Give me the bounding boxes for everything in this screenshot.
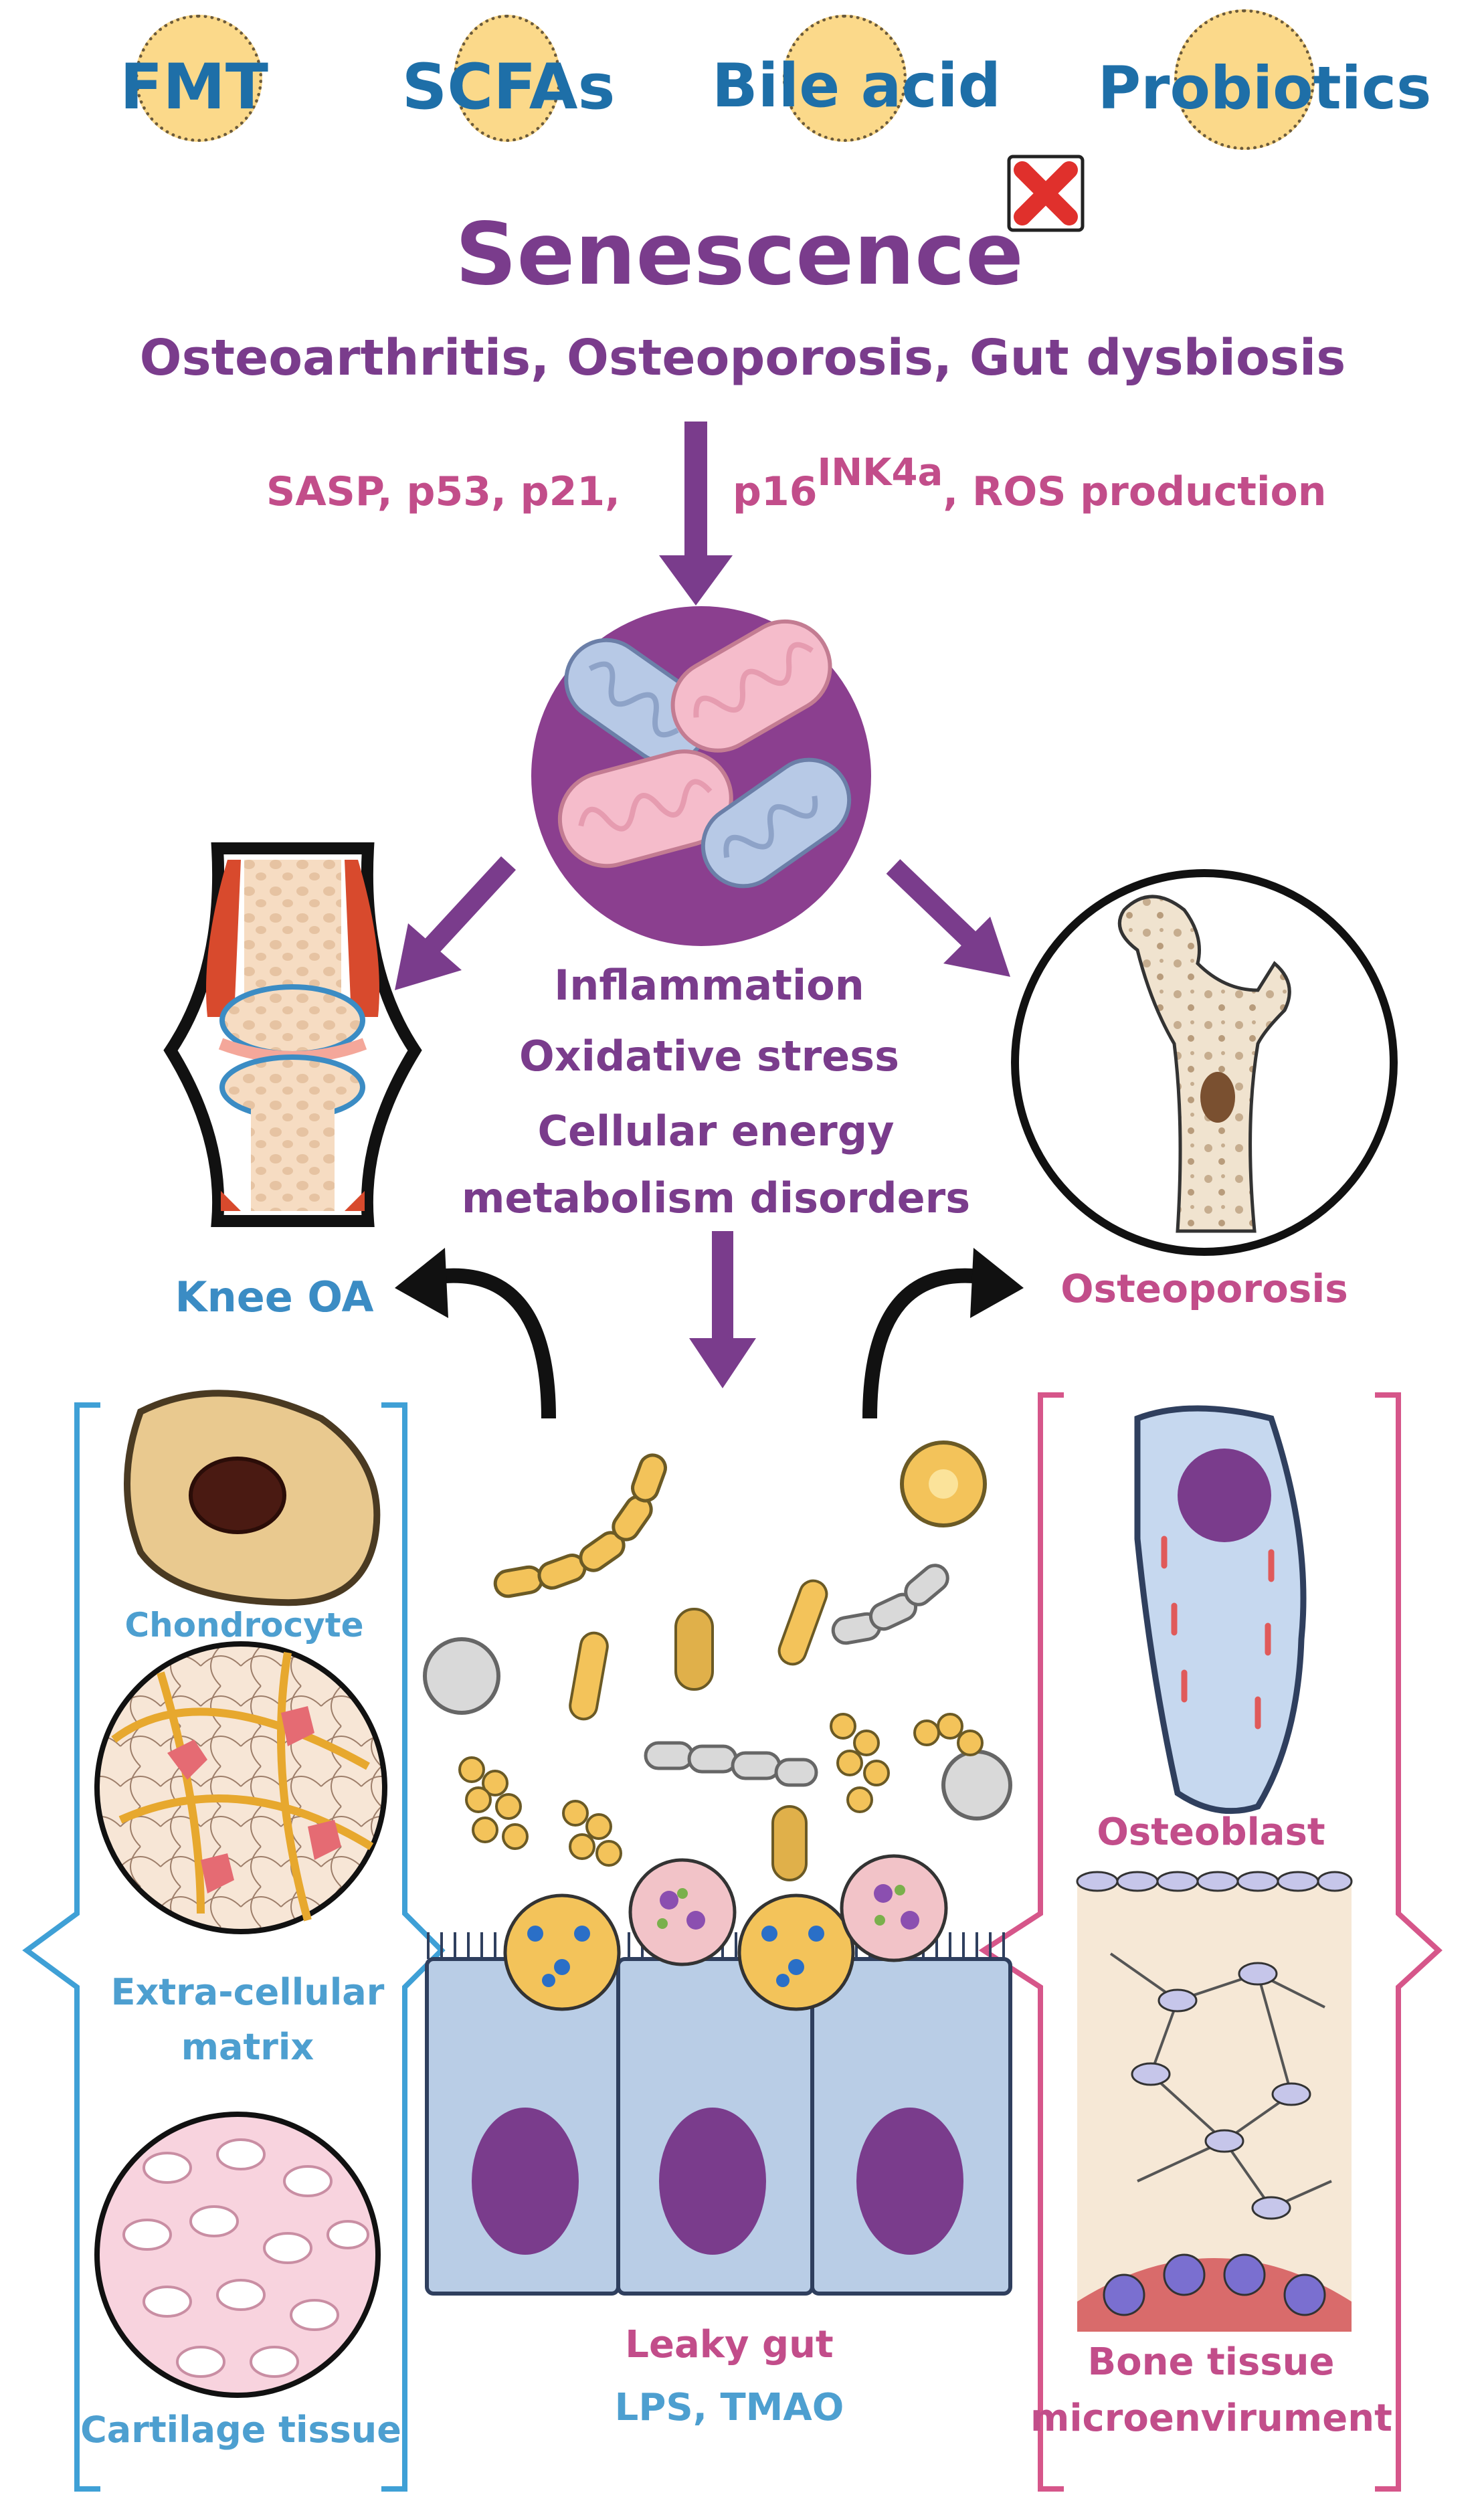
bile-acid-disc: [783, 15, 907, 142]
osteoblast-icon: [1134, 1405, 1307, 1815]
cartilage-label: Cartilage tissue: [80, 2409, 401, 2451]
intervention-bile-acid: Bile acid: [711, 51, 1002, 121]
fmt-disc: [135, 15, 262, 142]
red-cross-icon: [1007, 155, 1085, 232]
cartilage-tissue-icon: [94, 2112, 381, 2398]
femur-bone-icon: [1011, 869, 1398, 1256]
arrow-senescence-down: [659, 422, 733, 606]
bone-tissue-icon: [1076, 1871, 1353, 2332]
curved-arrow-right: [862, 1248, 1024, 1419]
bacteria-icon: [423, 1440, 1012, 1881]
arrow-to-bone: [886, 859, 1010, 977]
ecm-icon: [94, 1641, 387, 1934]
effect-energy-line2: metabolism disorders: [461, 1174, 971, 1222]
osteoblast-label: Osteoblast: [1097, 1810, 1325, 1854]
chondrocyte-label: Chondrocyte: [124, 1606, 364, 1645]
knee-joint-icon: [163, 842, 422, 1227]
markers-right: p16INK4a, ROS production: [733, 451, 1402, 515]
arrow-to-knee: [395, 856, 517, 990]
lps-tmao-label: LPS, TMAO: [614, 2386, 844, 2429]
effect-inflammation: Inflammation: [554, 961, 864, 1010]
effect-oxidative-stress: Oxidative stress: [519, 1032, 900, 1081]
intervention-scfas: SCFAs: [401, 51, 616, 124]
effect-energy-line1: Cellular energy: [537, 1107, 895, 1155]
probiotics-disc: [1174, 9, 1315, 150]
markers-left: SASP, p53, p21,: [266, 468, 620, 515]
mitochondria-icon: [531, 606, 871, 946]
bone-tissue-label-line1: Bone tissue: [1087, 2340, 1335, 2384]
knee-oa-label: Knee OA: [175, 1273, 374, 1321]
osteoporosis-label: Osteoporosis: [1060, 1266, 1348, 1311]
marker-p16: p16: [733, 468, 818, 515]
ecm-label-line1: Extra-cellular: [110, 1971, 385, 2013]
intervention-fmt: FMT: [120, 51, 268, 124]
chondrocyte-icon: [124, 1390, 381, 1606]
marker-p16-sup: INK4a: [817, 451, 943, 494]
intervention-probiotics: Probiotics: [1097, 54, 1432, 122]
bone-tissue-label-line2: microenvirument: [1030, 2397, 1392, 2440]
ecm-label-line2: matrix: [181, 2026, 314, 2068]
curved-arrow-left: [395, 1248, 556, 1419]
bone-bracket: [978, 1392, 1443, 2492]
scfas-disc: [454, 15, 561, 142]
leaky-gut-label: Leaky gut: [625, 2323, 834, 2366]
subtitle: Osteoarthritis, Osteoporosis, Gut dysbio…: [139, 329, 1346, 387]
page-title: Senescence: [455, 205, 1024, 304]
arrow-to-gut: [689, 1231, 756, 1388]
marker-ros: , ROS production: [943, 468, 1327, 515]
epithelium-icon: [425, 1854, 1012, 2296]
